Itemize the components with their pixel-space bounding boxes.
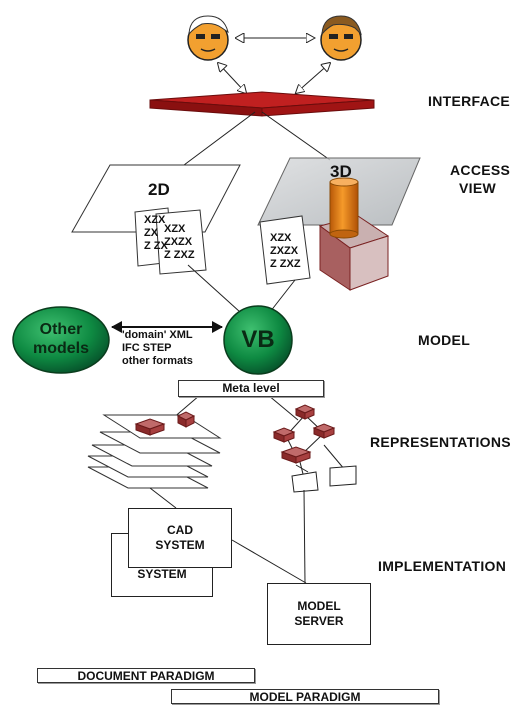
layer-label-access: ACCESS [450, 162, 511, 178]
view-3d-label: 3D [330, 162, 352, 181]
doc-text: XZX ZXZX Z ZXZ [164, 223, 195, 261]
document-representation-stack [87, 411, 222, 489]
layer-label-implementation: IMPLEMENTATION [378, 558, 507, 574]
layer-label-view: VIEW [459, 180, 496, 196]
doc-text: XZX ZX Z ZX [144, 214, 168, 252]
meta-level-bar: Meta level [178, 380, 324, 397]
document-page [259, 215, 311, 285]
other-models-node [12, 306, 110, 374]
user-face-icon [320, 15, 362, 61]
model-server-box: MODEL SERVER [267, 583, 371, 645]
layer-label-representations: REPRESENTATIONS [370, 434, 511, 450]
document-page [155, 209, 207, 275]
layer-label-model: MODEL [418, 332, 471, 348]
model-paradigm-bar: MODEL PARADIGM [171, 689, 439, 704]
user-face-icon [187, 15, 229, 61]
face-to-interface-arrow [218, 63, 246, 93]
cad-system-box: CAD SYSTEM [128, 508, 232, 568]
document-paradigm-bar: DOCUMENT PARADIGM [37, 668, 255, 683]
view-2d-label: 2D [148, 180, 170, 199]
view-3d-cylinder [329, 177, 359, 239]
doc-text: XZX ZXZX Z ZXZ [270, 232, 301, 270]
vb-label: VB [241, 326, 275, 353]
other-models-label: Other models [32, 321, 89, 357]
face-to-interface-arrow [296, 63, 330, 93]
vb-node [223, 305, 293, 375]
view-3d-block [318, 215, 390, 291]
interface-slab [149, 91, 375, 117]
model-representation-cubes [272, 404, 357, 493]
layer-label-interface: INTERFACE [428, 93, 511, 109]
exchange-formats: 'domain' XML IFC STEP other formats [122, 329, 193, 367]
